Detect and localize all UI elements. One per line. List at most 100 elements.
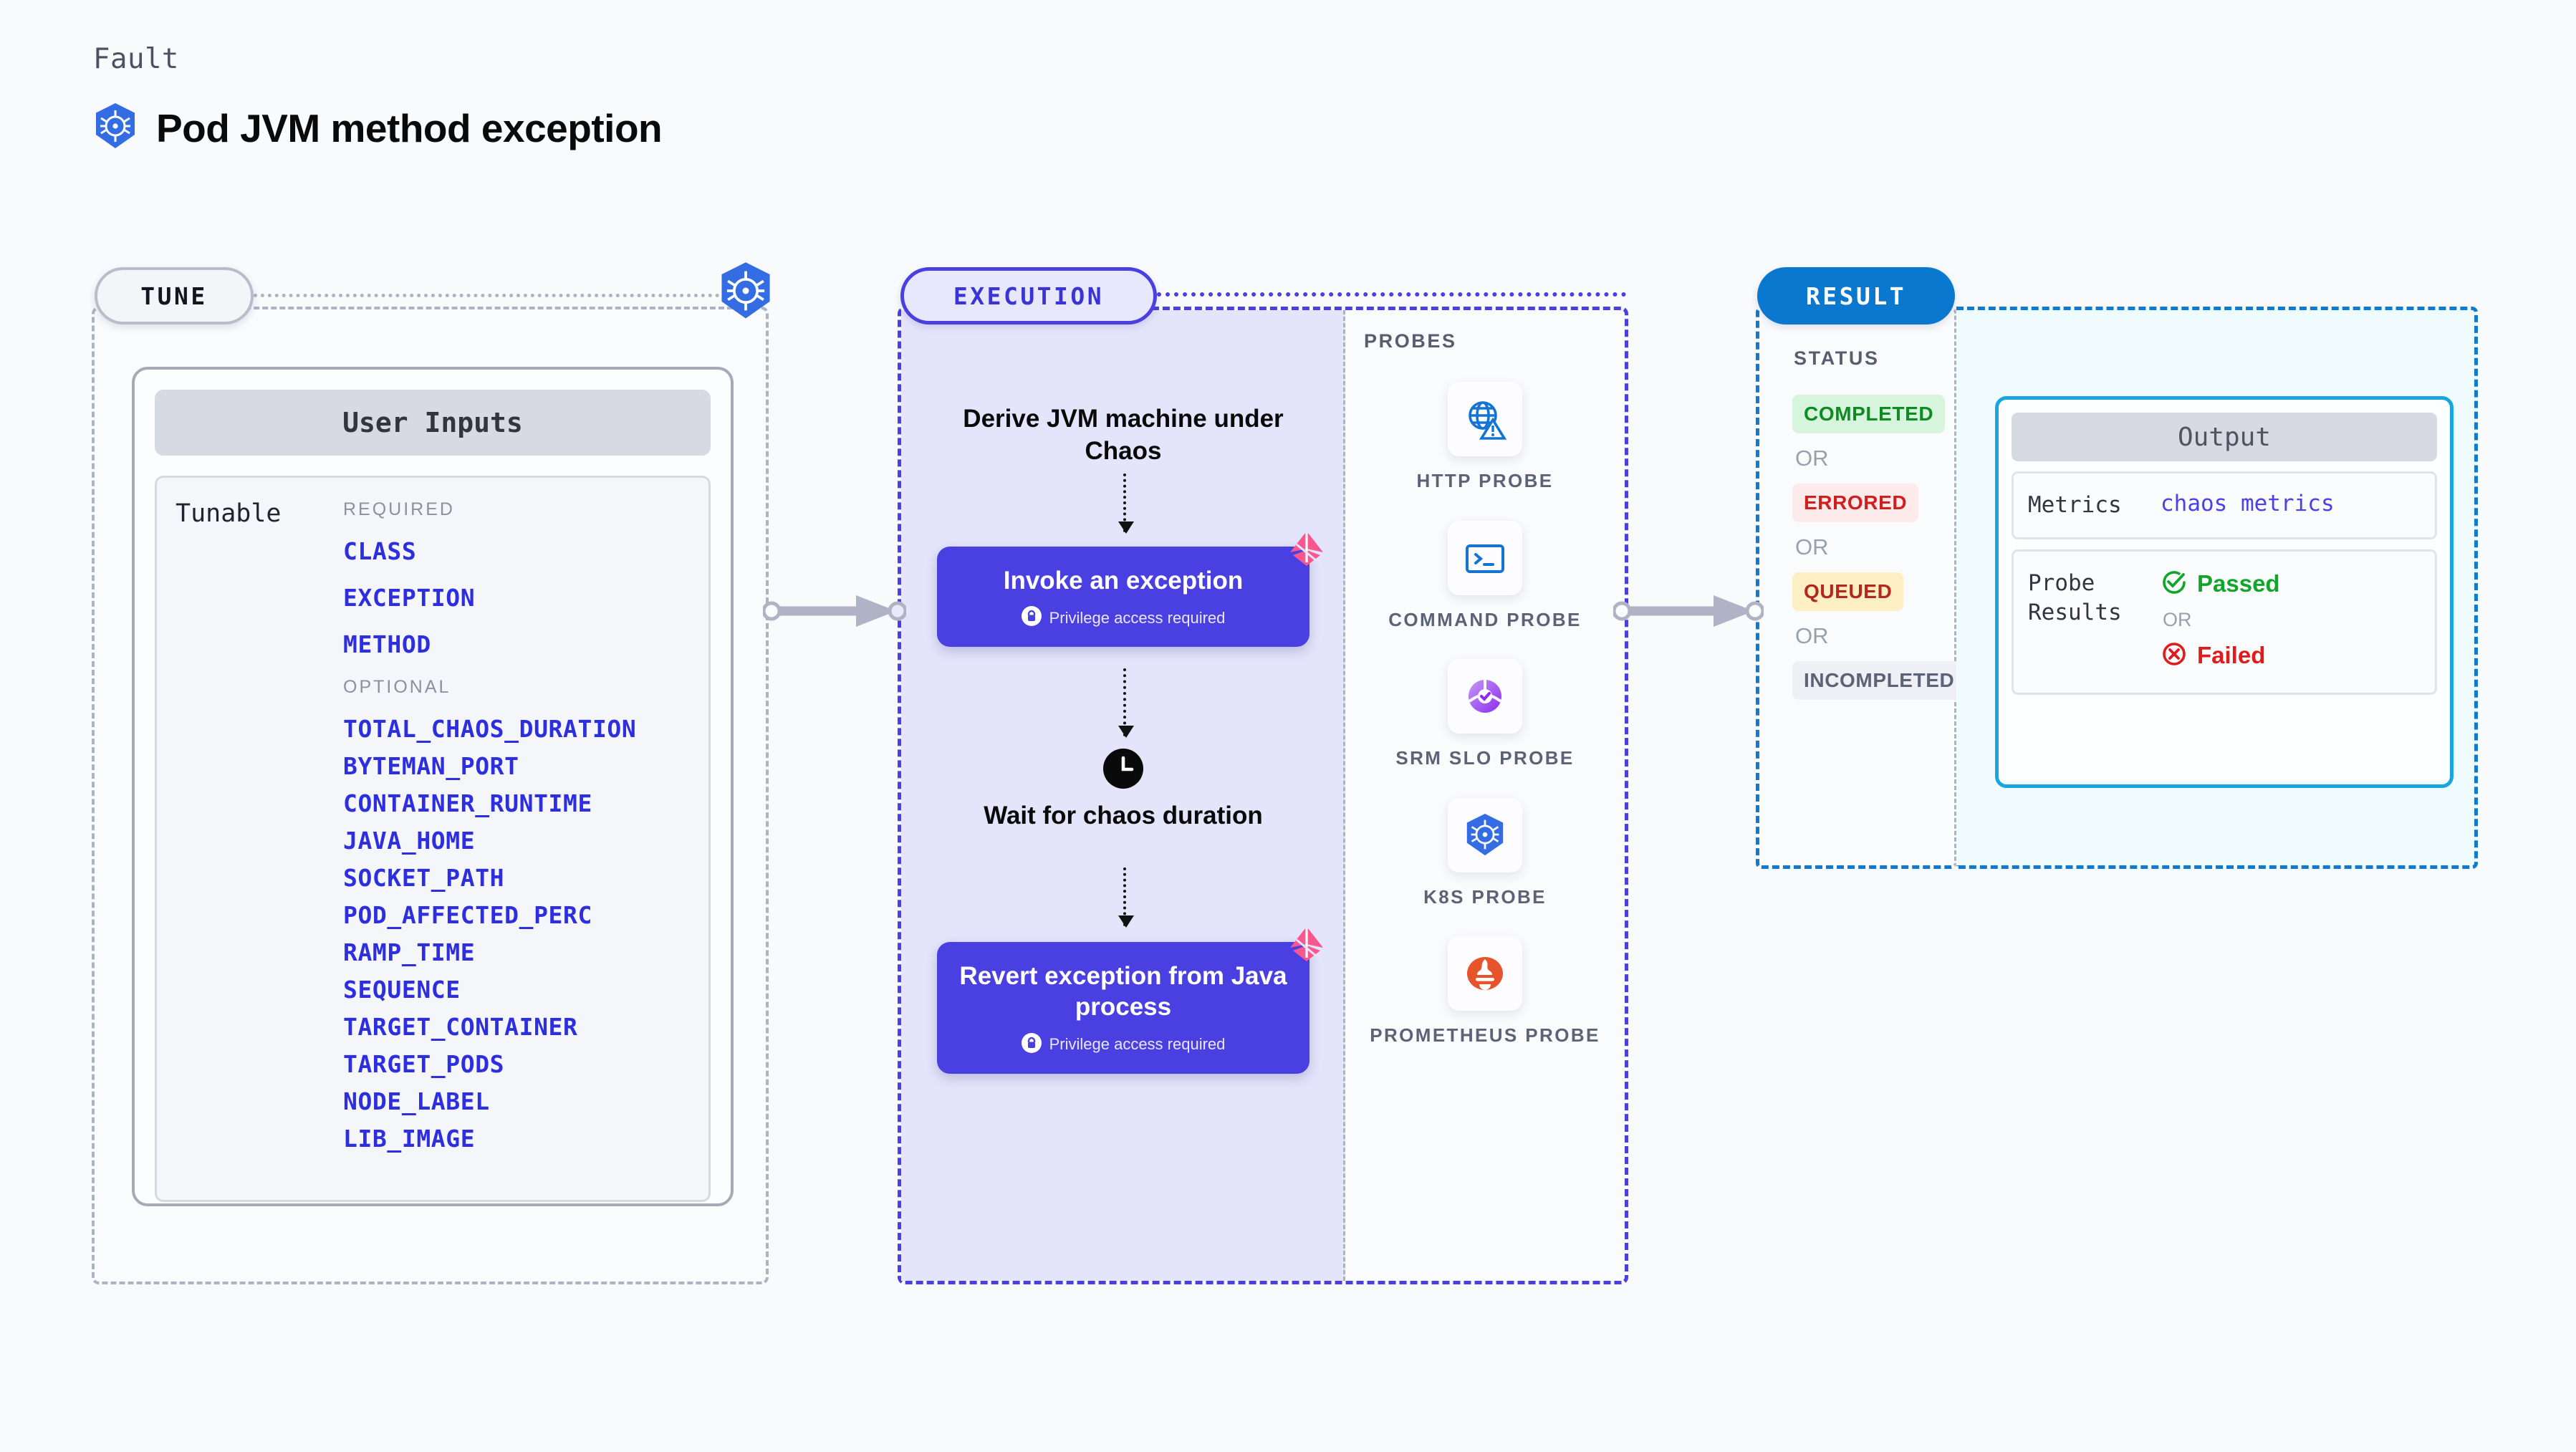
probe-item-prometheus[interactable]: PROMETHEUS PROBE xyxy=(1345,936,1625,1048)
param-method[interactable]: METHOD xyxy=(343,630,431,658)
user-inputs-title: User Inputs xyxy=(155,390,711,456)
kubernetes-icon xyxy=(1448,797,1522,872)
tune-pill[interactable]: TUNE xyxy=(95,267,254,324)
required-params-group: REQUIRED CLASS EXCEPTION METHOD xyxy=(343,499,708,658)
result-pill-label: RESULT xyxy=(1805,282,1907,310)
probe-result-failed: Failed xyxy=(2161,640,2280,671)
output-metrics-value[interactable]: chaos metrics xyxy=(2161,491,2335,516)
output-card: Output Metrics chaos metrics Probe Resul… xyxy=(1995,396,2454,788)
tune-pill-label: TUNE xyxy=(140,282,208,310)
arrow-derive-to-invoke xyxy=(1118,473,1134,534)
probe-label-command: COMMAND PROBE xyxy=(1388,608,1582,630)
param-byteman-port[interactable]: BYTEMAN_PORT xyxy=(343,752,519,780)
title-row: Pod JVM method exception xyxy=(93,102,663,153)
kubernetes-icon xyxy=(93,102,138,153)
param-target-container[interactable]: TARGET_CONTAINER xyxy=(343,1013,578,1041)
execution-step-derive-label: Derive JVM machine under Chaos xyxy=(963,405,1284,465)
invoke-exception-privilege-row: Privilege access required xyxy=(958,606,1288,630)
revert-exception-privilege-row: Privilege access required xyxy=(958,1032,1288,1057)
result-output-zone: Output Metrics chaos metrics Probe Resul… xyxy=(1956,307,2478,869)
execution-pill-label: EXECUTION xyxy=(953,282,1105,310)
probe-label-k8s: K8S PROBE xyxy=(1423,885,1547,908)
status-title: STATUS xyxy=(1794,347,1880,369)
status-or-1: OR xyxy=(1795,446,1829,471)
user-inputs-card: User Inputs Tunable REQUIRED CLASS EXCEP… xyxy=(132,367,734,1206)
param-java-home[interactable]: JAVA_HOME xyxy=(343,827,476,855)
execution-step-invoke-exception[interactable]: Invoke an exception Privilege access req… xyxy=(937,533,1323,648)
param-target-pods[interactable]: TARGET_PODS xyxy=(343,1050,505,1078)
lock-icon xyxy=(1021,606,1042,630)
result-pill[interactable]: RESULT xyxy=(1757,267,1955,324)
probe-item-command[interactable]: COMMAND PROBE xyxy=(1345,520,1625,633)
prometheus-icon xyxy=(1448,936,1522,1011)
page-header: Fault Pod JVM method exception xyxy=(93,43,663,153)
probe-item-srm-slo[interactable]: SRM SLO PROBE xyxy=(1345,659,1625,771)
tune-connector-line xyxy=(254,294,755,297)
param-exception[interactable]: EXCEPTION xyxy=(343,584,476,612)
arrow-invoke-to-wait xyxy=(1118,668,1134,738)
chaos-logo-icon xyxy=(1288,926,1325,963)
connector-execution-to-result xyxy=(1612,591,1765,635)
probes-title: PROBES xyxy=(1364,330,1457,352)
globe-warning-icon xyxy=(1448,382,1522,456)
optional-params-group: OPTIONAL TOTAL_CHAOS_DURATION BYTEMAN_PO… xyxy=(343,677,708,1153)
param-class[interactable]: CLASS xyxy=(343,537,417,565)
param-total-chaos-duration[interactable]: TOTAL_CHAOS_DURATION xyxy=(343,715,637,743)
output-row-metrics: Metrics chaos metrics xyxy=(2012,471,2437,539)
param-container-runtime[interactable]: CONTAINER_RUNTIME xyxy=(343,789,592,817)
required-heading: REQUIRED xyxy=(343,499,455,519)
output-row-probe-results: Probe Results Passed OR xyxy=(2012,549,2437,695)
probe-result-passed: Passed xyxy=(2161,569,2280,600)
lock-icon xyxy=(1021,1032,1042,1057)
tunable-box: Tunable REQUIRED CLASS EXCEPTION METHOD … xyxy=(155,476,711,1202)
execution-pill[interactable]: EXECUTION xyxy=(900,267,1157,324)
output-title: Output xyxy=(2012,413,2437,461)
probe-label-srm-slo: SRM SLO PROBE xyxy=(1395,747,1575,769)
param-socket-path[interactable]: SOCKET_PATH xyxy=(343,864,505,892)
param-sequence[interactable]: SEQUENCE xyxy=(343,976,461,1004)
status-badge-incompleted: INCOMPLETED xyxy=(1792,661,1966,700)
param-pod-affected-perc[interactable]: POD_AFFECTED_PERC xyxy=(343,901,592,929)
optional-heading: OPTIONAL xyxy=(343,677,451,697)
status-or-3: OR xyxy=(1795,623,1829,648)
status-badge-queued: QUEUED xyxy=(1792,572,1904,611)
result-status-zone: STATUS COMPLETED OR ERRORED OR QUEUED OR… xyxy=(1756,307,1966,869)
execution-step-wait: Wait for chaos duration xyxy=(944,749,1302,832)
page-title: Pod JVM method exception xyxy=(156,105,663,150)
slo-check-icon xyxy=(1448,659,1522,734)
status-or-2: OR xyxy=(1795,534,1829,559)
probe-label-prometheus: PROMETHEUS PROBE xyxy=(1370,1024,1600,1047)
param-lib-image[interactable]: LIB_IMAGE xyxy=(343,1125,476,1153)
probe-label-http: HTTP PROBE xyxy=(1416,470,1554,491)
x-circle-icon xyxy=(2161,640,2188,671)
execution-zone: Derive JVM machine under Chaos Invoke an… xyxy=(898,307,1628,1284)
execution-connector-line xyxy=(1157,292,1626,297)
execution-column: Derive JVM machine under Chaos Invoke an… xyxy=(901,310,1345,1281)
fault-kicker: Fault xyxy=(93,43,179,75)
terminal-icon xyxy=(1448,520,1522,595)
tunable-label: Tunable xyxy=(176,499,282,528)
status-list: COMPLETED OR ERRORED OR QUEUED OR INCOMP… xyxy=(1792,395,1966,700)
kubernetes-icon xyxy=(718,261,774,320)
probe-item-http[interactable]: HTTP PROBE xyxy=(1345,382,1625,494)
execution-step-revert-exception[interactable]: Revert exception from Java process Privi… xyxy=(937,928,1323,1074)
output-metrics-key: Metrics xyxy=(2028,492,2122,518)
tune-zone: User Inputs Tunable REQUIRED CLASS EXCEP… xyxy=(92,307,769,1284)
invoke-exception-privilege-note: Privilege access required xyxy=(1049,608,1226,627)
param-node-label[interactable]: NODE_LABEL xyxy=(343,1087,490,1115)
param-ramp-time[interactable]: RAMP_TIME xyxy=(343,938,476,966)
status-badge-errored: ERRORED xyxy=(1792,484,1919,522)
probes-column: PROBES HTTP PROBE xyxy=(1345,310,1625,1281)
probe-result-or: OR xyxy=(2163,608,2192,630)
chaos-logo-icon xyxy=(1288,531,1325,568)
probe-result-passed-label: Passed xyxy=(2197,570,2280,597)
probe-item-k8s[interactable]: K8S PROBE xyxy=(1345,797,1625,910)
revert-exception-title: Revert exception from Java process xyxy=(959,962,1287,1021)
revert-exception-privilege-note: Privilege access required xyxy=(1049,1035,1226,1054)
status-badge-completed: COMPLETED xyxy=(1792,395,1946,433)
invoke-exception-title: Invoke an exception xyxy=(1003,567,1244,595)
check-circle-icon xyxy=(2161,569,2188,600)
probe-result-failed-label: Failed xyxy=(2197,642,2266,669)
execution-step-wait-label: Wait for chaos duration xyxy=(984,802,1263,830)
arrow-wait-to-revert xyxy=(1118,867,1134,928)
